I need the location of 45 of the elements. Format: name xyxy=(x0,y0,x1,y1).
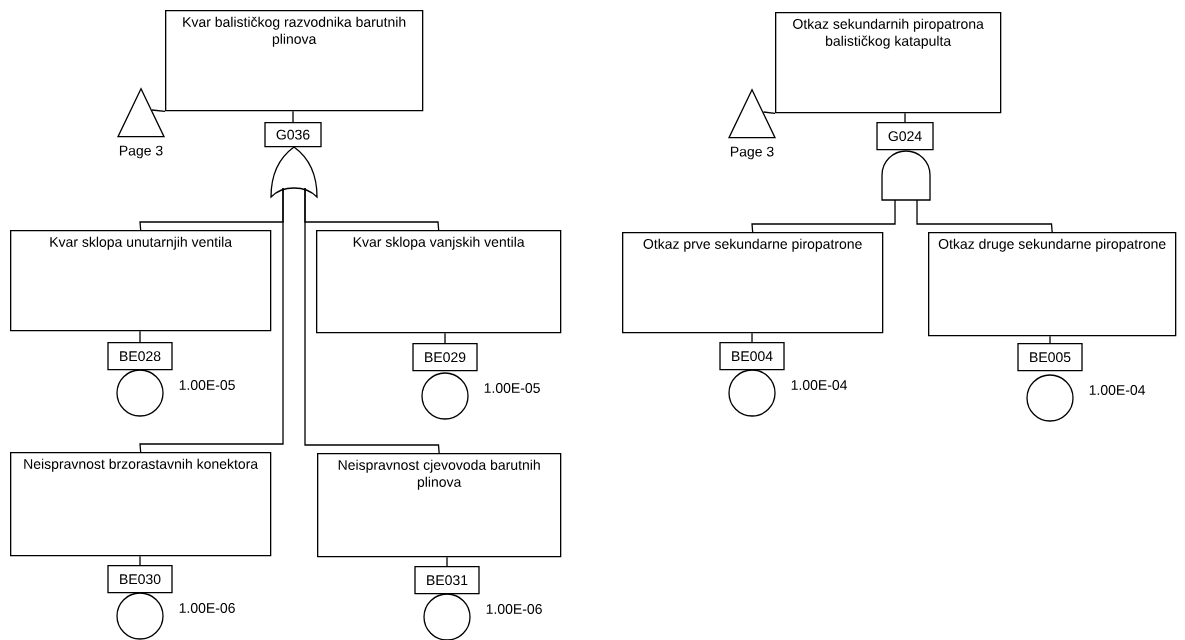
id-label: BE029 xyxy=(412,343,478,372)
event-box: Kvar sklopa vanjskih ventila xyxy=(316,230,562,334)
connector-line xyxy=(139,187,284,453)
probability-value: 1.00E-04 xyxy=(791,380,848,390)
connector-line xyxy=(751,199,896,233)
event-box: Neispravnost brzorastavnih konektora xyxy=(10,452,272,557)
connector-line xyxy=(751,332,753,343)
connector-line xyxy=(151,109,166,112)
connector-line xyxy=(904,112,906,123)
connector-line xyxy=(446,556,448,567)
connector-line xyxy=(139,330,141,343)
probability-value: 1.00E-05 xyxy=(179,380,235,390)
id-label: BE004 xyxy=(719,342,785,371)
connector-line xyxy=(292,110,294,123)
id-label: G036 xyxy=(264,122,322,148)
id-label: G024 xyxy=(876,122,934,151)
or-gate-symbol xyxy=(270,146,318,198)
id-label: BE005 xyxy=(1017,343,1083,372)
connector-line xyxy=(304,187,440,454)
basic-event-circle xyxy=(728,369,776,417)
event-box: Kvar sklopa unutarnjih ventila xyxy=(10,230,272,332)
page-reference: Page 3 xyxy=(119,145,163,159)
event-box: Otkaz druge sekundarne piropatrone xyxy=(928,232,1177,337)
basic-event-circle xyxy=(116,592,164,640)
basic-event-circle xyxy=(1026,374,1074,422)
connector-line xyxy=(762,111,776,114)
page-reference: Page 3 xyxy=(730,146,774,160)
probability-value: 1.00E-06 xyxy=(179,603,235,613)
event-box: Neispravnost cjevovoda barutnih plinova xyxy=(317,453,562,558)
id-label: BE031 xyxy=(414,566,480,595)
event-box: Kvar balističkog razvodnika barutnih plinova xyxy=(165,10,424,112)
id-label: BE028 xyxy=(107,342,173,371)
probability-value: 1.00E-05 xyxy=(484,383,540,393)
and-gate-symbol xyxy=(881,150,931,201)
event-box: Otkaz prve sekundarne piropatrone xyxy=(622,232,884,334)
connector-line xyxy=(916,199,1053,233)
id-label: BE030 xyxy=(107,565,173,594)
probability-value: 1.00E-06 xyxy=(486,604,542,614)
connector-line xyxy=(1049,335,1051,344)
connector-line xyxy=(444,332,446,344)
event-box: Otkaz sekundarnih piropatrona balističkog katapulta xyxy=(775,12,1002,114)
basic-event-circle xyxy=(421,372,469,420)
connector-line xyxy=(139,555,141,566)
probability-value: 1.00E-04 xyxy=(1089,385,1146,395)
basic-event-circle xyxy=(116,369,164,417)
